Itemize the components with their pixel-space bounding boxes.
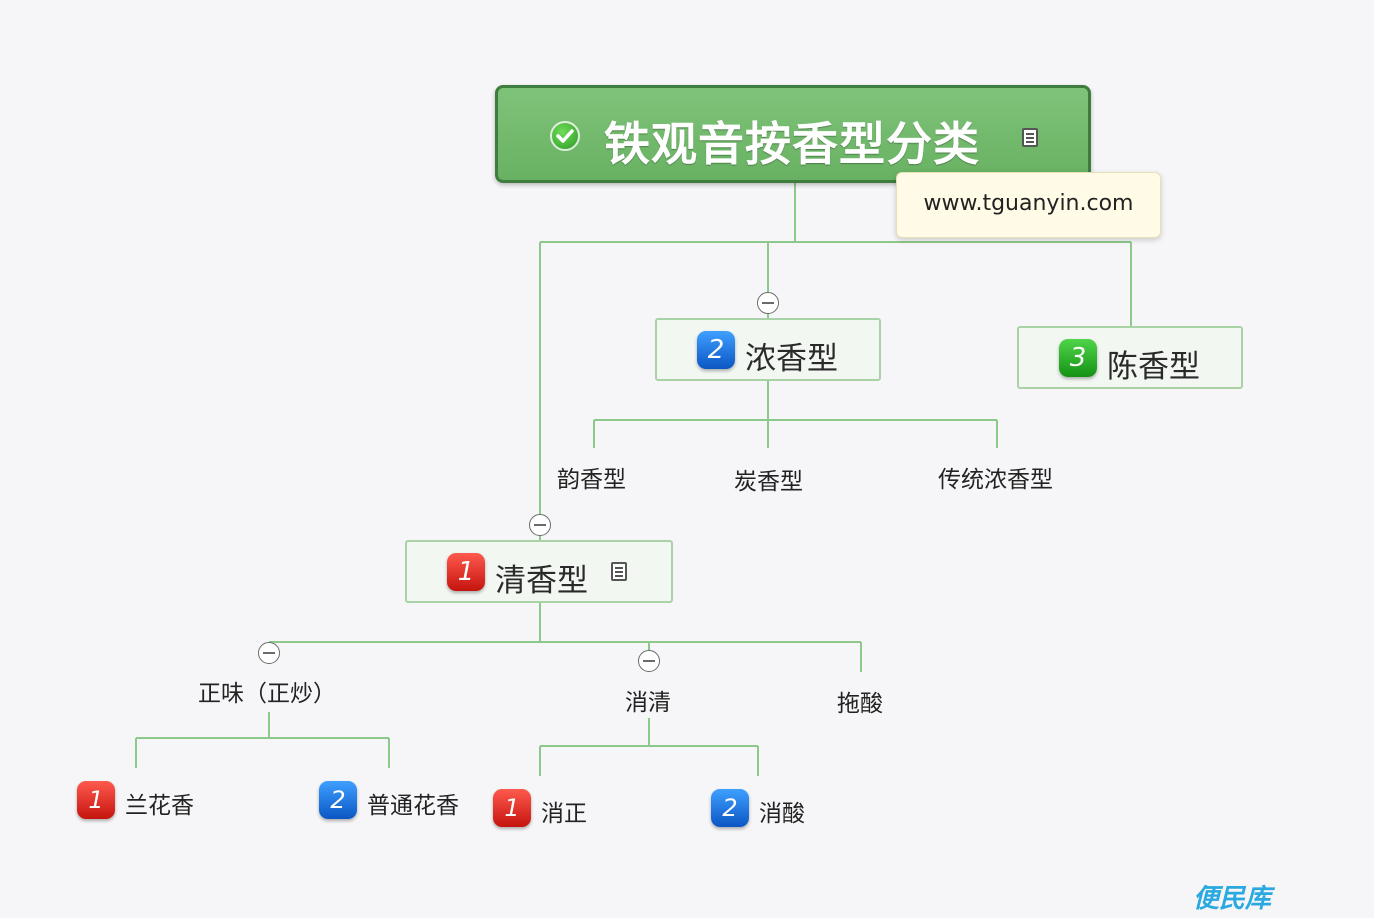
number-badge: 3: [1059, 339, 1097, 377]
node-nongxiang[interactable]: 2 浓香型: [655, 318, 881, 381]
root-title: 铁观音按香型分类: [604, 117, 980, 171]
root-node[interactable]: 铁观音按香型分类: [495, 85, 1091, 183]
url-text: www.tguanyin.com: [923, 191, 1134, 216]
node-label: 浓香型: [745, 341, 838, 377]
leaf-lanhuaxiang[interactable]: 兰花香: [125, 793, 194, 819]
check-icon: [550, 121, 580, 151]
note-icon[interactable]: [1022, 128, 1038, 147]
url-callout: www.tguanyin.com: [896, 172, 1161, 238]
leaf-xiaoqing[interactable]: 消清: [625, 690, 671, 716]
note-icon[interactable]: [611, 562, 627, 581]
collapse-toggle-xiaoqing[interactable]: [638, 650, 660, 672]
number-badge: 2: [319, 781, 357, 819]
number-badge: 1: [77, 781, 115, 819]
node-label: 清香型: [495, 563, 588, 599]
collapse-toggle-zhengwei[interactable]: [258, 642, 280, 664]
leaf-xiaozheng[interactable]: 消正: [541, 801, 587, 827]
watermark: 便民库: [1193, 884, 1272, 914]
number-badge: 2: [711, 789, 749, 827]
leaf-tuosuan[interactable]: 拖酸: [837, 691, 883, 717]
leaf-zhengwei[interactable]: 正味（正炒）: [198, 681, 336, 707]
leaf-xiaosuan[interactable]: 消酸: [759, 801, 805, 827]
node-chenxiang[interactable]: 3 陈香型: [1017, 326, 1243, 389]
collapse-toggle-qingxiang[interactable]: [529, 514, 551, 536]
number-badge: 2: [697, 331, 735, 369]
leaf-tanxiang[interactable]: 炭香型: [734, 469, 803, 495]
leaf-yunxiang[interactable]: 韵香型: [557, 467, 626, 493]
node-qingxiang[interactable]: 1 清香型: [405, 540, 673, 603]
leaf-chuantong-nongxiang[interactable]: 传统浓香型: [938, 467, 1053, 493]
node-label: 陈香型: [1107, 349, 1200, 385]
leaf-putong-huaxiang[interactable]: 普通花香: [367, 793, 459, 819]
collapse-toggle-nongxiang[interactable]: [757, 292, 779, 314]
number-badge: 1: [447, 553, 485, 591]
number-badge: 1: [493, 789, 531, 827]
